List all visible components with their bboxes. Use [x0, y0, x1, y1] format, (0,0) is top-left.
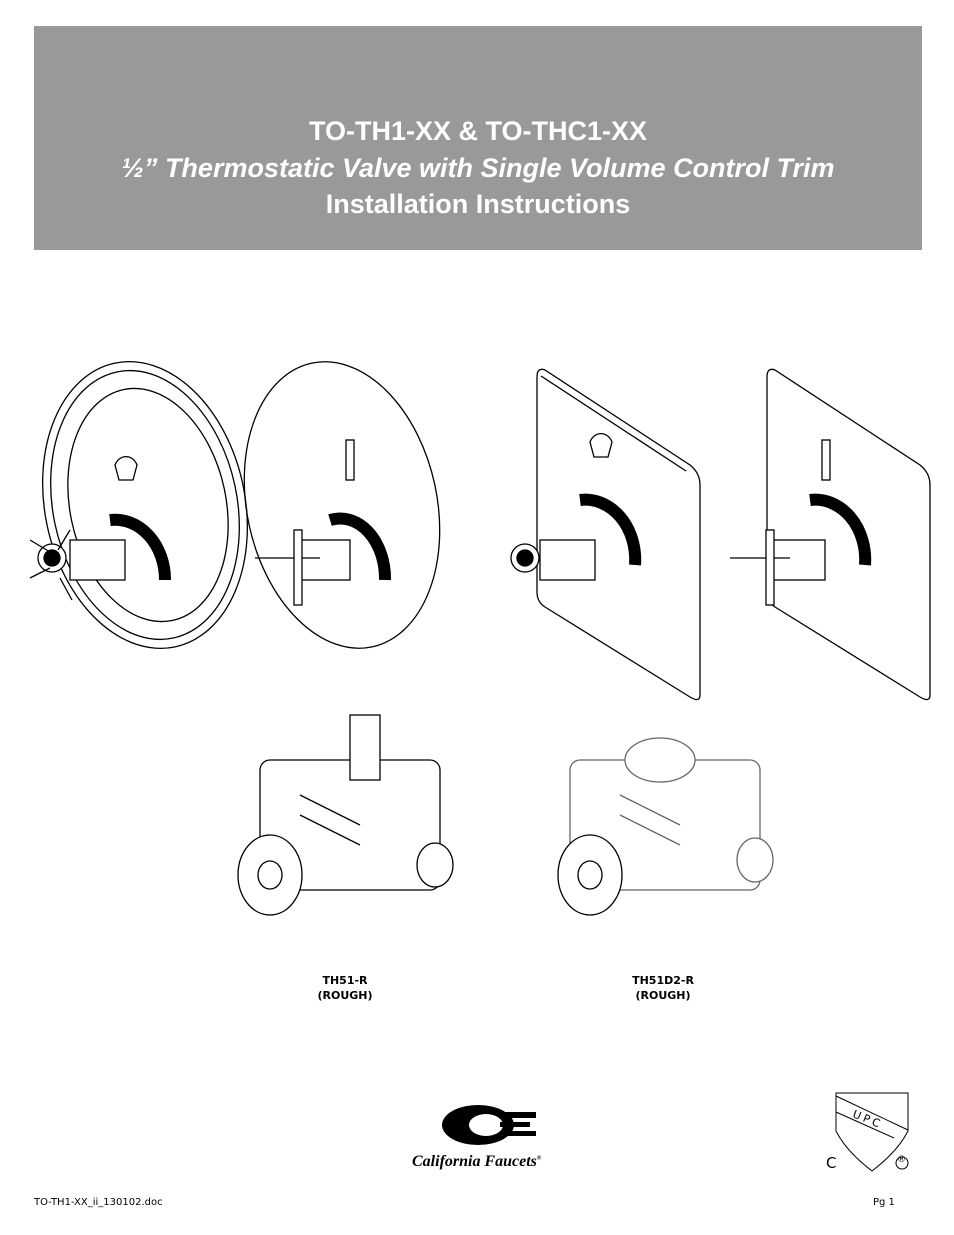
- title-banner: TO-TH1-XX & TO-THC1-XX ½” Thermostatic V…: [34, 26, 922, 250]
- round-trim-lever-handle-illustration: [243, 361, 441, 649]
- square-trim-cross-handle-illustration: [510, 368, 701, 701]
- upc-registered: ®: [897, 1155, 906, 1165]
- caption-type: (ROUGH): [317, 989, 373, 1002]
- footer-page-number: Pg 1: [873, 1197, 895, 1208]
- upc-c: C: [826, 1154, 837, 1172]
- caption-model: TH51D2-R: [632, 974, 694, 987]
- upc-certification-mark: [835, 1092, 909, 1172]
- th51d2-r-rough-valve-illustration: [557, 737, 774, 916]
- caption-th51d2-r: TH51D2-R (ROUGH): [593, 973, 733, 1003]
- brand-text: California Faucets: [412, 1153, 537, 1170]
- caption-th51-r: TH51-R (ROUGH): [275, 973, 415, 1003]
- california-faucets-logo: [442, 1105, 536, 1145]
- th51-r-rough-valve-illustration: [237, 714, 454, 916]
- brand-name: California Faucets®: [412, 1153, 562, 1171]
- caption-model: TH51-R: [322, 974, 368, 987]
- brand-registered: ®: [536, 1155, 542, 1162]
- footer-filename: TO-TH1-XX_ii_130102.doc: [34, 1197, 163, 1208]
- round-trim-cross-handle-illustration: [29, 361, 249, 649]
- document-heading: Installation Instructions: [325, 189, 631, 219]
- caption-type: (ROUGH): [635, 989, 691, 1002]
- square-trim-lever-handle-illustration: [730, 368, 931, 701]
- document-title: TO-TH1-XX & TO-THC1-XX: [308, 116, 648, 146]
- document-subtitle: ½” Thermostatic Valve with Single Volume…: [121, 153, 835, 183]
